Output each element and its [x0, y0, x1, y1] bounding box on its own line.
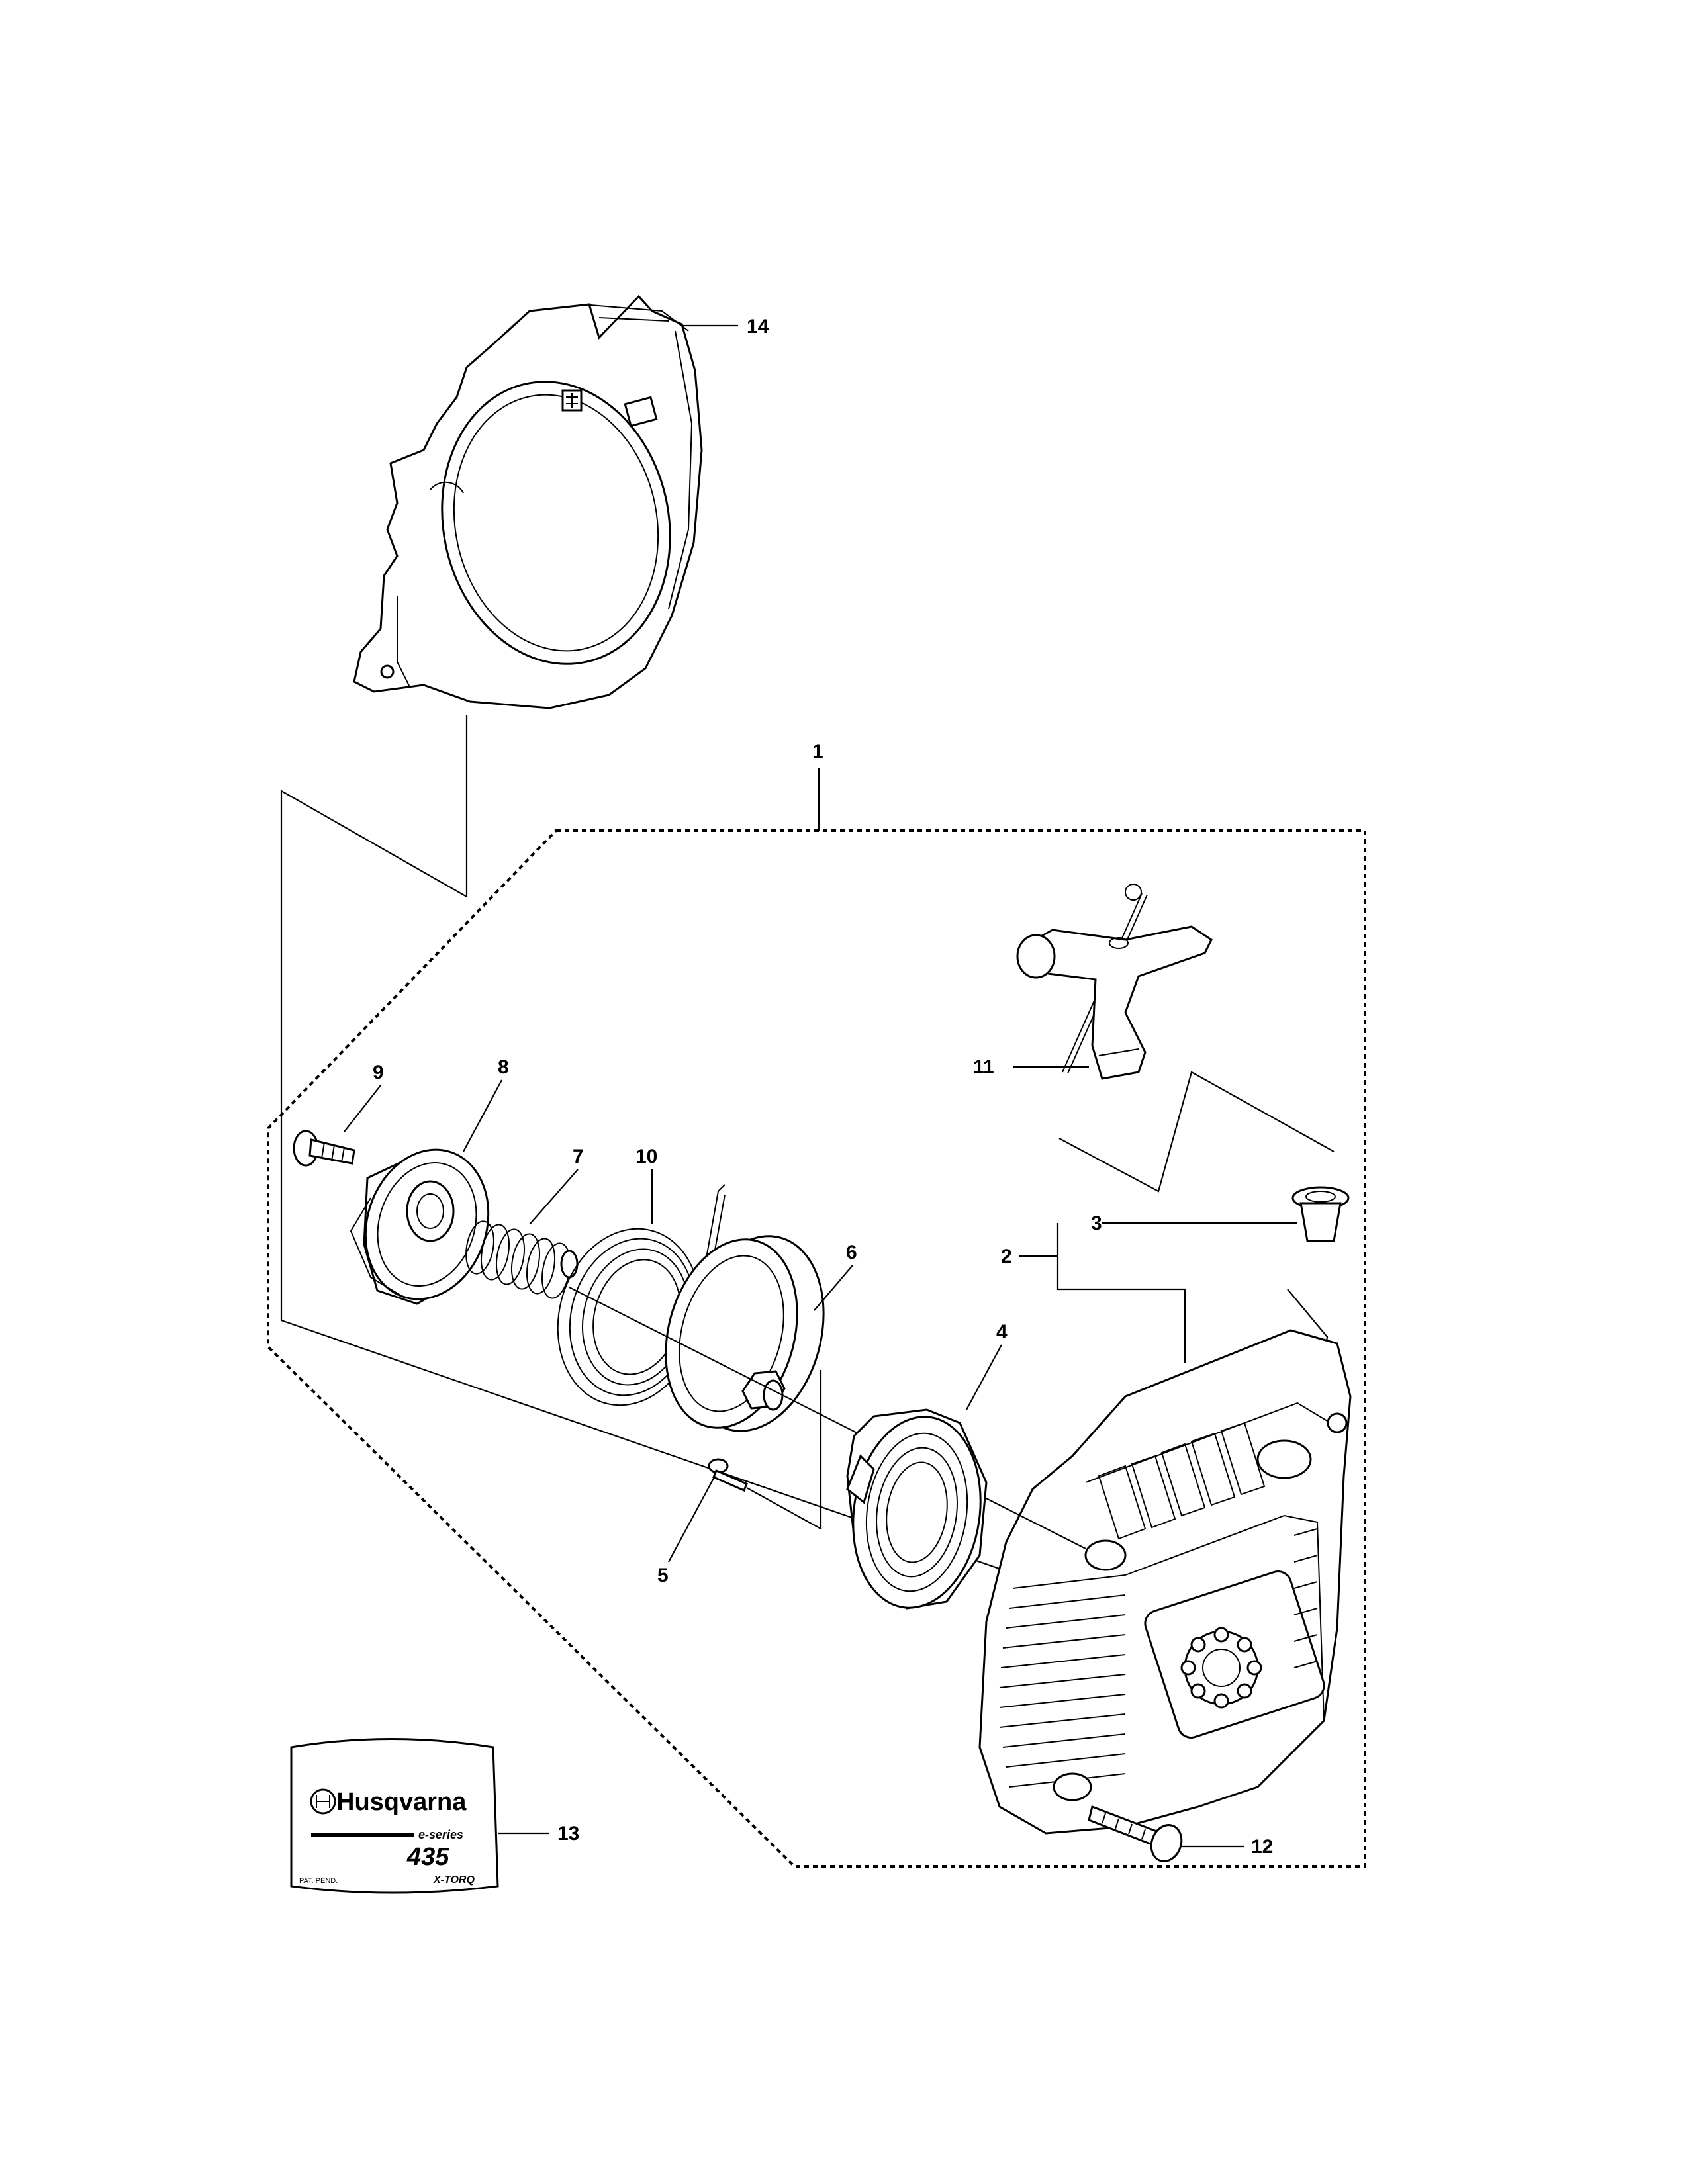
assembly-boundary [267, 829, 1366, 1868]
callout-6: 6 [846, 1242, 857, 1263]
screw-part-9 [293, 1130, 355, 1167]
callout-1: 1 [812, 741, 823, 762]
alignment-line-11 [1058, 1071, 1335, 1193]
decal-tech: X-TORQ [433, 1874, 475, 1886]
center-axis-line [569, 1287, 1086, 1549]
husqvarna-logo-icon [310, 1788, 336, 1815]
decal-series: e-series [418, 1828, 463, 1841]
callout-5: 5 [657, 1565, 669, 1586]
callout-9: 9 [373, 1062, 384, 1083]
callout-8: 8 [498, 1056, 509, 1078]
leader-7 [529, 1169, 579, 1225]
leader-4 [966, 1344, 1002, 1410]
callout-13: 13 [557, 1823, 579, 1844]
decal-part-13: Husqvarna e-series 435 PAT. PEND. X-TORQ [290, 1738, 499, 1894]
alignment-line-14 [280, 715, 1076, 1596]
callout-2: 2 [1001, 1246, 1012, 1267]
rope-guide-part-3 [1291, 1186, 1350, 1242]
pulley-part-8 [350, 1148, 490, 1305]
decal-stripe [311, 1833, 414, 1837]
leader-6 [814, 1265, 853, 1311]
coil-spring-part-7 [465, 1220, 579, 1299]
callout-7: 7 [573, 1146, 584, 1167]
starter-housing-part-2 [978, 1329, 1352, 1835]
pulley-part-6 [665, 1235, 825, 1432]
spring-cassette-part-4 [846, 1408, 988, 1610]
leader-9 [344, 1085, 381, 1132]
fan-housing-part-14 [353, 295, 703, 709]
alignment-line-5 [746, 1370, 822, 1530]
callout-11: 11 [973, 1056, 994, 1078]
callout-14: 14 [747, 316, 769, 338]
leader-8 [463, 1079, 502, 1152]
screw-part-12 [1088, 1805, 1183, 1862]
decal-brand: Husqvarna [336, 1788, 467, 1816]
decal-model: 435 [406, 1843, 449, 1871]
starter-handle-part-11 [1016, 884, 1213, 1080]
leader-5 [668, 1475, 716, 1563]
decal-patent: PAT. PEND. [299, 1877, 338, 1885]
screw-part-5 [708, 1458, 748, 1492]
callout-4: 4 [996, 1321, 1008, 1343]
callout-10: 10 [635, 1146, 657, 1167]
callout-12: 12 [1251, 1836, 1273, 1858]
callout-3: 3 [1091, 1212, 1102, 1234]
